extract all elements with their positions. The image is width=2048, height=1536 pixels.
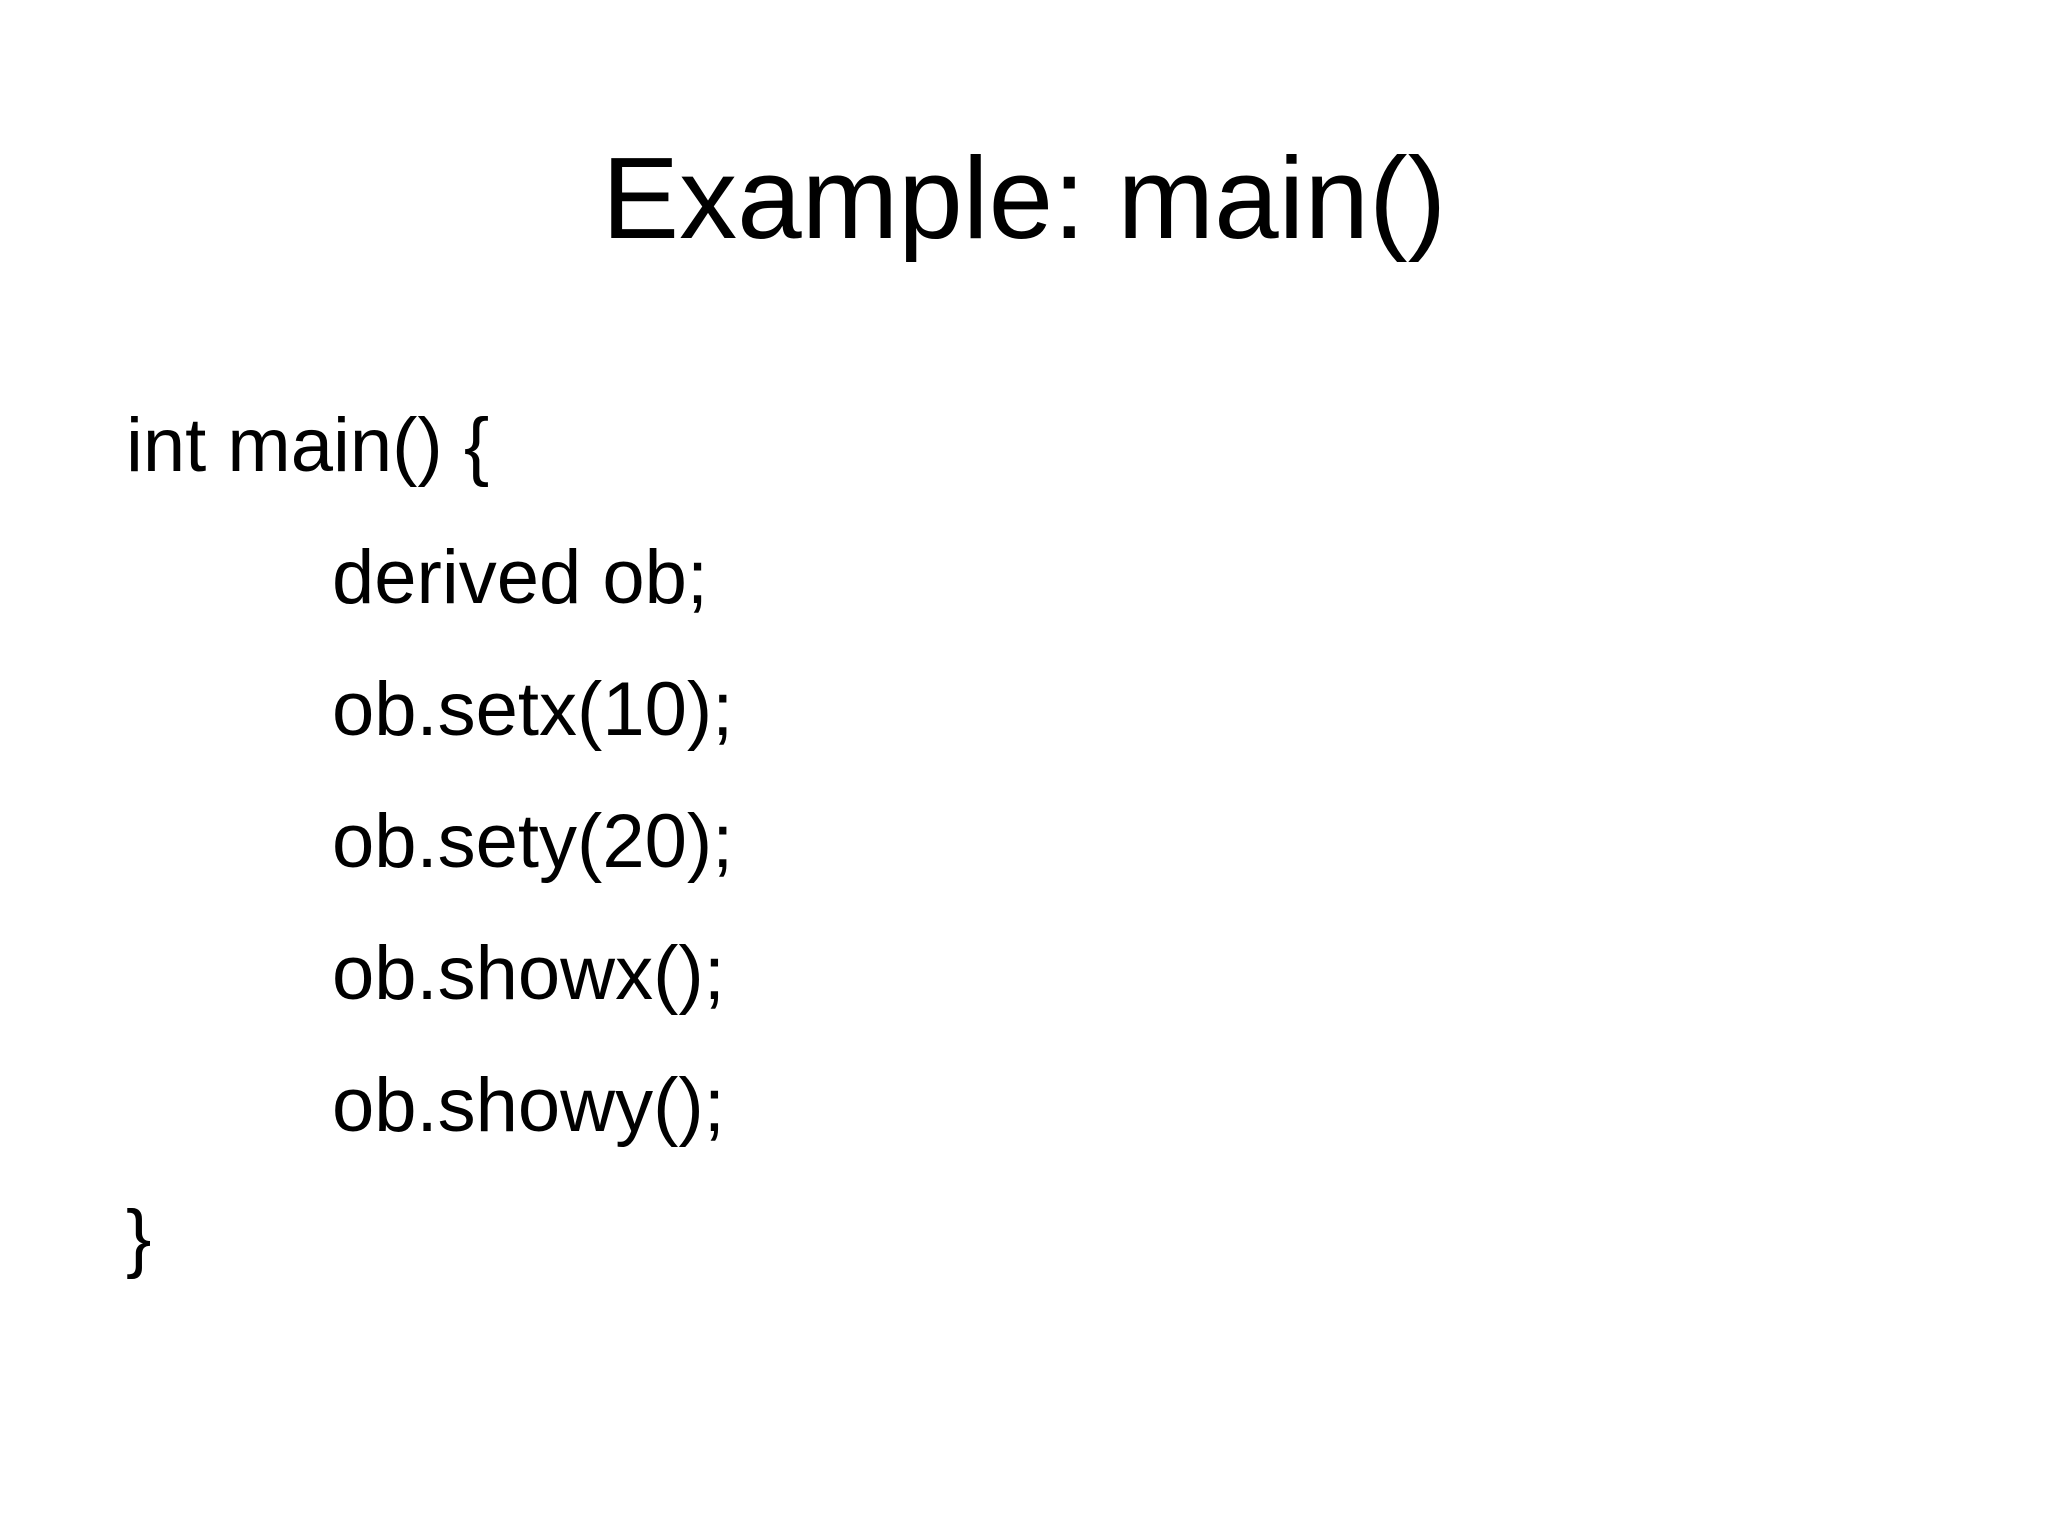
code-line: int main() { [126,403,490,488]
slide-title: Example: main() [601,133,1447,263]
code-line: ob.sety(20); [332,799,734,884]
code-line: ob.setx(10); [332,667,734,752]
code-line: derived ob; [332,535,709,620]
code-block: int main() { derived ob; ob.setx(10); ob… [126,380,733,1304]
code-line: ob.showy(); [332,1063,725,1148]
code-line: ob.showx(); [332,931,725,1016]
code-line: } [126,1195,152,1280]
